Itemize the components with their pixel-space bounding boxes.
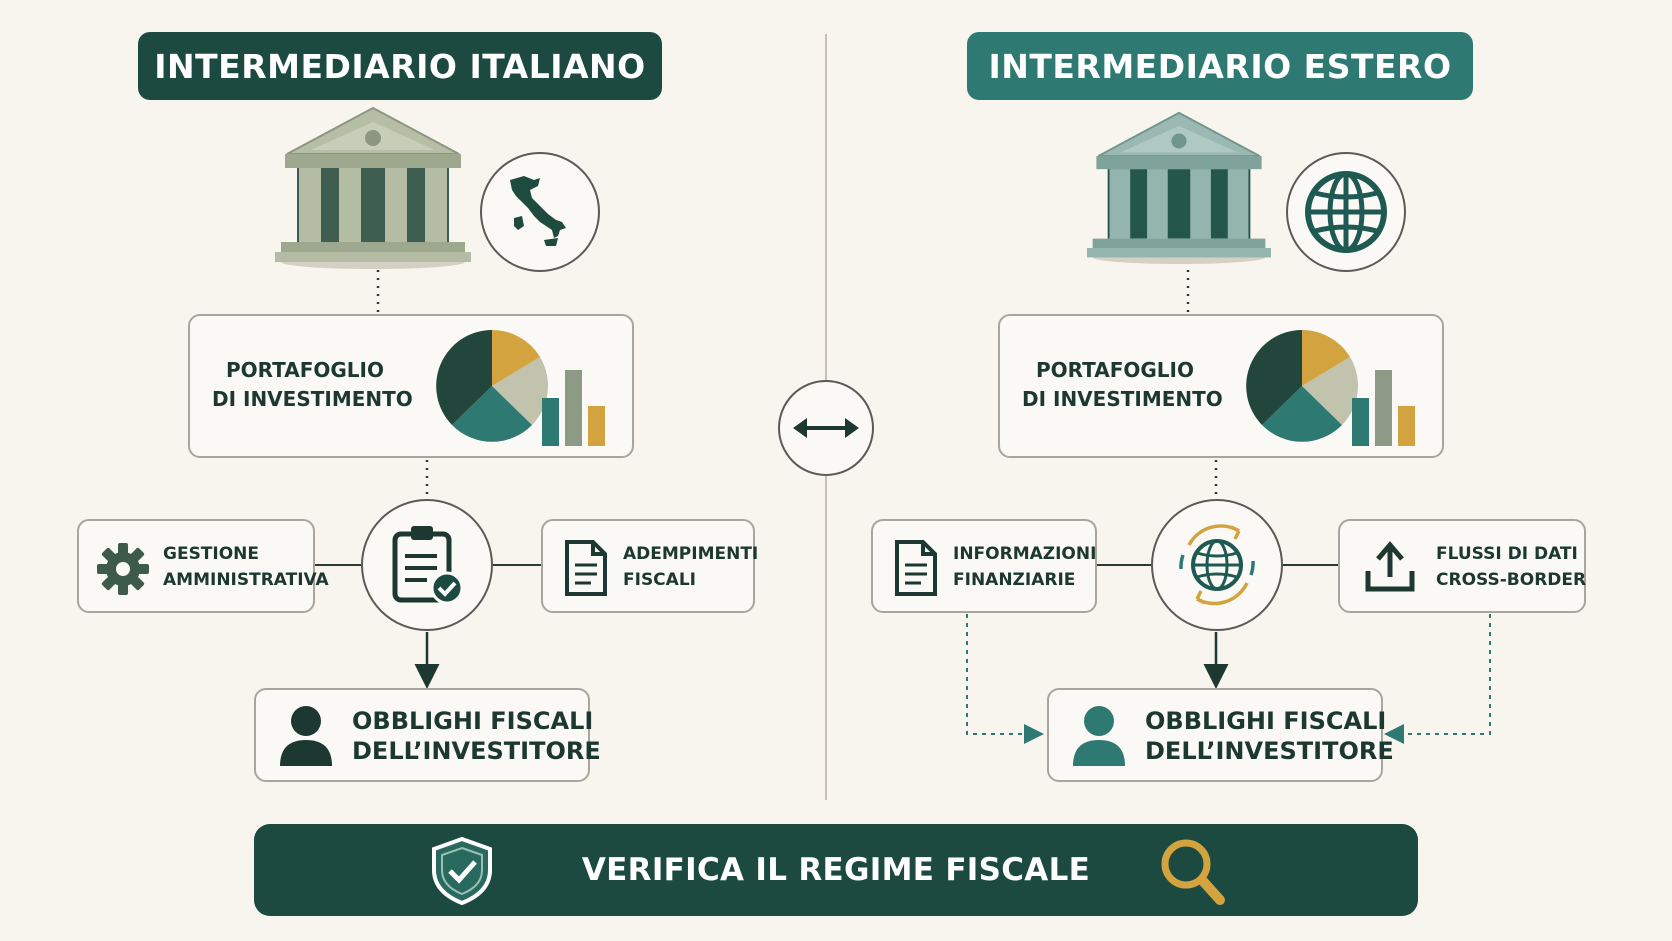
- verify-regime-text: VERIFICA IL REGIME FISCALE: [581, 852, 1091, 888]
- globe-exchange-icon: [1179, 524, 1255, 606]
- globe-icon: [1305, 171, 1387, 253]
- document-icon: [895, 540, 937, 596]
- pie-bar-chart-icon: [1246, 329, 1415, 446]
- right-node-flussi: FLUSSI DI DATI CROSS-BORDER: [1338, 519, 1586, 613]
- center-exchange-circle: [778, 380, 874, 476]
- left-node-adempimenti-line2: FISCALI: [623, 570, 696, 590]
- left-node-gestione-line2: AMMINISTRATIVA: [163, 570, 329, 590]
- clipboard-check-icon: [392, 526, 464, 605]
- document-icon: [565, 540, 607, 596]
- right-portfolio-box: PORTAFOGLIO DI INVESTIMENTO: [998, 314, 1444, 458]
- left-portfolio-box: PORTAFOGLIO DI INVESTIMENTO: [188, 314, 634, 458]
- left-result-line1: OBBLIGHI FISCALI: [352, 707, 594, 735]
- right-header: INTERMEDIARIO ESTERO: [967, 32, 1473, 100]
- right-result-line1: OBBLIGHI FISCALI: [1145, 707, 1387, 735]
- left-result-line2: DELL’INVESTITORE: [352, 737, 601, 765]
- right-header-text: INTERMEDIARIO ESTERO: [988, 46, 1452, 86]
- left-node-gestione-line1: GESTIONE: [163, 544, 260, 564]
- shield-check-icon: [432, 836, 492, 906]
- right-flow-left: [966, 614, 1044, 744]
- right-node-informazioni-line2: FINANZIARIE: [953, 570, 1076, 590]
- left-portfolio-line1: PORTAFOGLIO: [226, 358, 384, 382]
- pie-bar-chart-icon: [436, 329, 605, 446]
- right-node-informazioni-line1: INFORMAZIONI: [953, 544, 1097, 564]
- right-result-box: OBBLIGHI FISCALI DELL’INVESTITORE: [1047, 688, 1394, 782]
- left-hub-circle: [361, 499, 493, 631]
- bank-building-icon: [275, 106, 471, 269]
- right-node-flussi-line1: FLUSSI DI DATI: [1436, 544, 1578, 564]
- verify-regime-bar[interactable]: VERIFICA IL REGIME FISCALE: [254, 824, 1418, 916]
- double-arrow-icon: [793, 418, 859, 438]
- left-header-text: INTERMEDIARIO ITALIANO: [154, 46, 646, 86]
- left-node-adempimenti: ADEMPIMENTI FISCALI: [541, 519, 759, 613]
- italy-map-icon: [510, 176, 566, 246]
- left-node-gestione: GESTIONE AMMINISTRATIVA: [77, 519, 329, 613]
- right-flow-right: [1384, 614, 1491, 744]
- left-portfolio-line2: DI INVESTIMENTO: [212, 387, 413, 411]
- left-node-adempimenti-line1: ADEMPIMENTI: [623, 544, 759, 564]
- magnifier-icon: [1161, 839, 1225, 905]
- right-node-informazioni: INFORMAZIONI FINANZIARIE: [871, 519, 1097, 613]
- person-icon: [1073, 706, 1125, 766]
- person-icon: [280, 706, 332, 766]
- right-node-flussi-line2: CROSS-BORDER: [1436, 570, 1587, 590]
- upload-icon: [1365, 541, 1415, 592]
- right-portfolio-line2: DI INVESTIMENTO: [1022, 387, 1223, 411]
- right-hub-circle: [1151, 499, 1283, 631]
- gear-icon: [97, 543, 149, 595]
- right-portfolio-line1: PORTAFOGLIO: [1036, 358, 1194, 382]
- italy-map-circle: [480, 152, 600, 272]
- right-result-line2: DELL’INVESTITORE: [1145, 737, 1394, 765]
- globe-circle: [1286, 152, 1406, 272]
- left-result-box: OBBLIGHI FISCALI DELL’INVESTITORE: [254, 688, 601, 782]
- left-header: INTERMEDIARIO ITALIANO: [138, 32, 662, 100]
- bank-building-icon: [1087, 111, 1271, 264]
